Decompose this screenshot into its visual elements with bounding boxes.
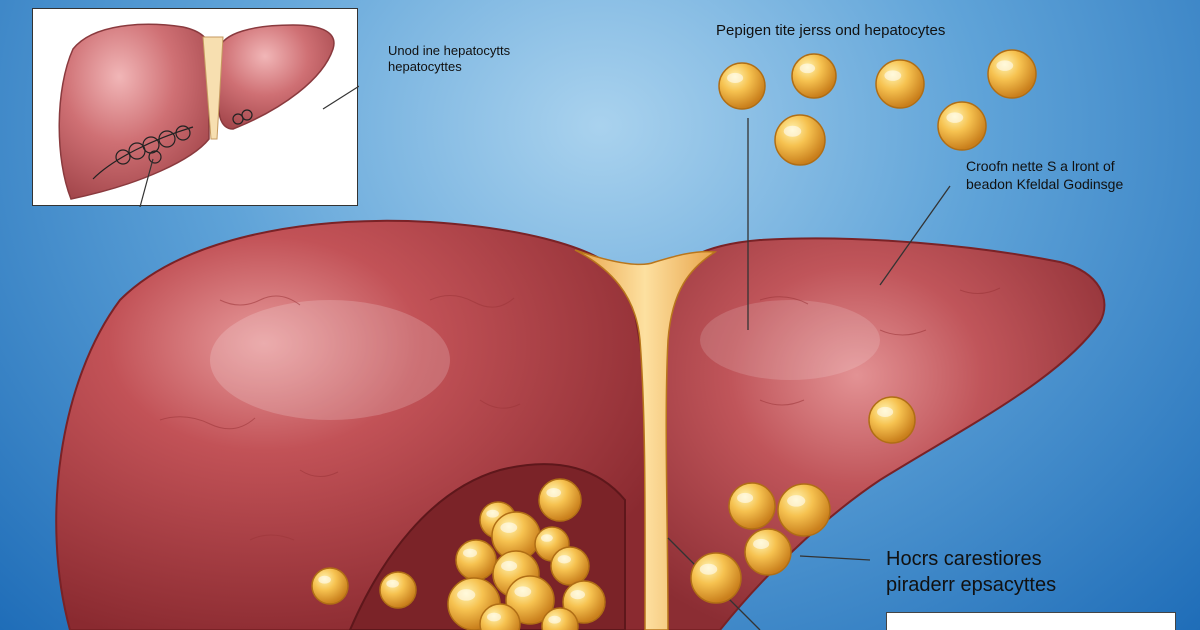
fat-droplet-highlight xyxy=(386,579,399,588)
mid-right-label-line1: Croofn nette S a lront of xyxy=(966,158,1115,174)
inset-fat-outline xyxy=(92,109,253,180)
fat-droplet-highlight xyxy=(514,586,532,597)
fat-droplet xyxy=(718,62,766,110)
fat-droplet-highlight xyxy=(463,548,477,558)
fat-droplet xyxy=(744,528,792,576)
fat-droplets xyxy=(311,49,1037,630)
fat-droplet-highlight xyxy=(500,522,518,533)
mid-right-label-line2: beadon Kfeldal Godinsge xyxy=(966,176,1124,192)
fat-droplet-highlight xyxy=(753,538,770,550)
fat-droplet-highlight xyxy=(457,589,476,601)
fat-droplet xyxy=(379,571,417,609)
fat-droplet-highlight xyxy=(877,406,894,418)
fat-droplet-highlight xyxy=(486,509,499,518)
fat-droplet-highlight xyxy=(540,534,553,542)
inset-liver-right-lobe xyxy=(58,23,210,200)
fat-droplet xyxy=(875,59,925,109)
fat-droplet-highlight xyxy=(546,488,562,498)
fat-droplet-highlight xyxy=(501,560,518,572)
inset-liver-sketch xyxy=(58,23,359,207)
fat-droplet xyxy=(728,482,776,530)
fat-droplet-highlight xyxy=(996,60,1014,71)
fat-droplet-highlight xyxy=(548,615,561,624)
inset-label-line1: Unod ine hepatocytts xyxy=(388,43,511,58)
fat-droplet xyxy=(868,396,916,444)
inset-pointer-line xyxy=(322,85,359,110)
inset-ligament xyxy=(202,36,224,140)
top-right-label: Pepigen tite jerss ond hepatocytes xyxy=(716,22,946,39)
corner-box xyxy=(886,612,1176,630)
bottom-right-label-line1: Hocrs carestiores xyxy=(886,548,1042,570)
fat-droplet-highlight xyxy=(699,563,718,575)
fat-droplet-highlight xyxy=(727,72,744,84)
inset-panel xyxy=(32,8,359,207)
fat-droplet-highlight xyxy=(946,112,964,123)
bottom-right-label-line2: piraderr epsacyttes xyxy=(886,574,1057,596)
fat-droplet-highlight xyxy=(737,492,754,504)
fat-droplet-highlight xyxy=(787,495,806,507)
fat-droplet xyxy=(455,539,497,581)
inset-label-line2: hepatocyttes xyxy=(388,59,462,74)
liver-highlight-right xyxy=(210,300,450,420)
falciform-ligament xyxy=(574,249,718,630)
fat-droplet-highlight xyxy=(318,575,331,584)
fat-droplet xyxy=(937,101,987,151)
liver-highlight-left xyxy=(700,300,880,380)
fat-droplet xyxy=(538,478,582,522)
fat-droplet-highlight xyxy=(783,125,802,137)
fat-droplet xyxy=(550,546,590,586)
fat-droplet-highlight xyxy=(884,70,902,81)
fat-droplet xyxy=(791,53,837,99)
fat-droplet-highlight xyxy=(487,612,501,622)
fat-droplet xyxy=(690,552,742,604)
fat-droplet-highlight xyxy=(557,555,571,564)
fat-droplet-highlight xyxy=(799,63,816,74)
fat-droplet-highlight xyxy=(570,590,586,600)
inset-pointer-down xyxy=(139,158,154,207)
fat-droplet xyxy=(311,567,349,605)
fat-droplet xyxy=(774,114,826,166)
vein-texture xyxy=(159,287,1001,541)
fat-droplet xyxy=(987,49,1037,99)
fat-droplet xyxy=(777,483,831,537)
inset-liver-left-lobe xyxy=(218,24,335,130)
